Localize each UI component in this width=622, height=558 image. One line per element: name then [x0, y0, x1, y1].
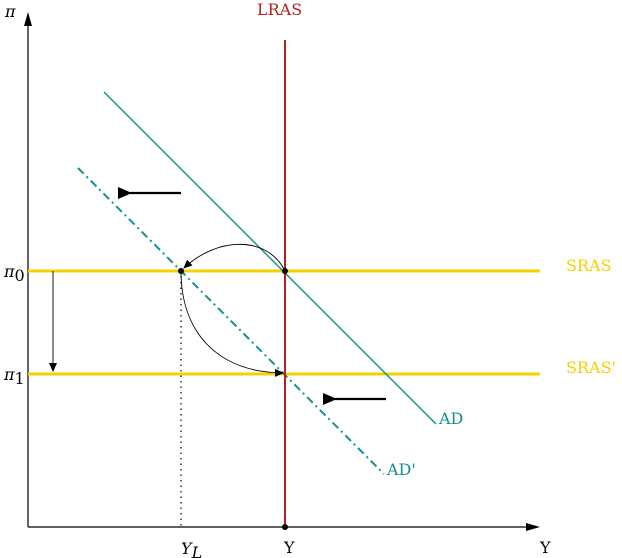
x-axis-arrowhead [526, 523, 540, 531]
point-lras-base [282, 524, 288, 530]
ad-prime-label: AD' [386, 460, 416, 479]
pi0-label: π0 [3, 262, 25, 285]
y-axis-label: π [4, 2, 16, 21]
sras-label: SRAS [566, 256, 612, 275]
y-axis-arrowhead [24, 12, 32, 26]
ad-prime-line [77, 167, 385, 475]
curved-arrow-left [183, 243, 286, 272]
point-short-run [178, 268, 184, 274]
curved-arrow-right [180, 270, 284, 377]
lras-label: LRAS [257, 0, 302, 19]
ad-label: AD [438, 409, 463, 428]
y-tick-label: Y [283, 538, 295, 557]
yl-label: YL [181, 539, 202, 558]
x-axis-label: Y [539, 538, 551, 557]
ad-line [103, 91, 437, 425]
point-initial-equilibrium [282, 268, 288, 274]
pi1-label: π1 [3, 365, 25, 388]
sras-prime-label: SRAS' [566, 358, 616, 377]
